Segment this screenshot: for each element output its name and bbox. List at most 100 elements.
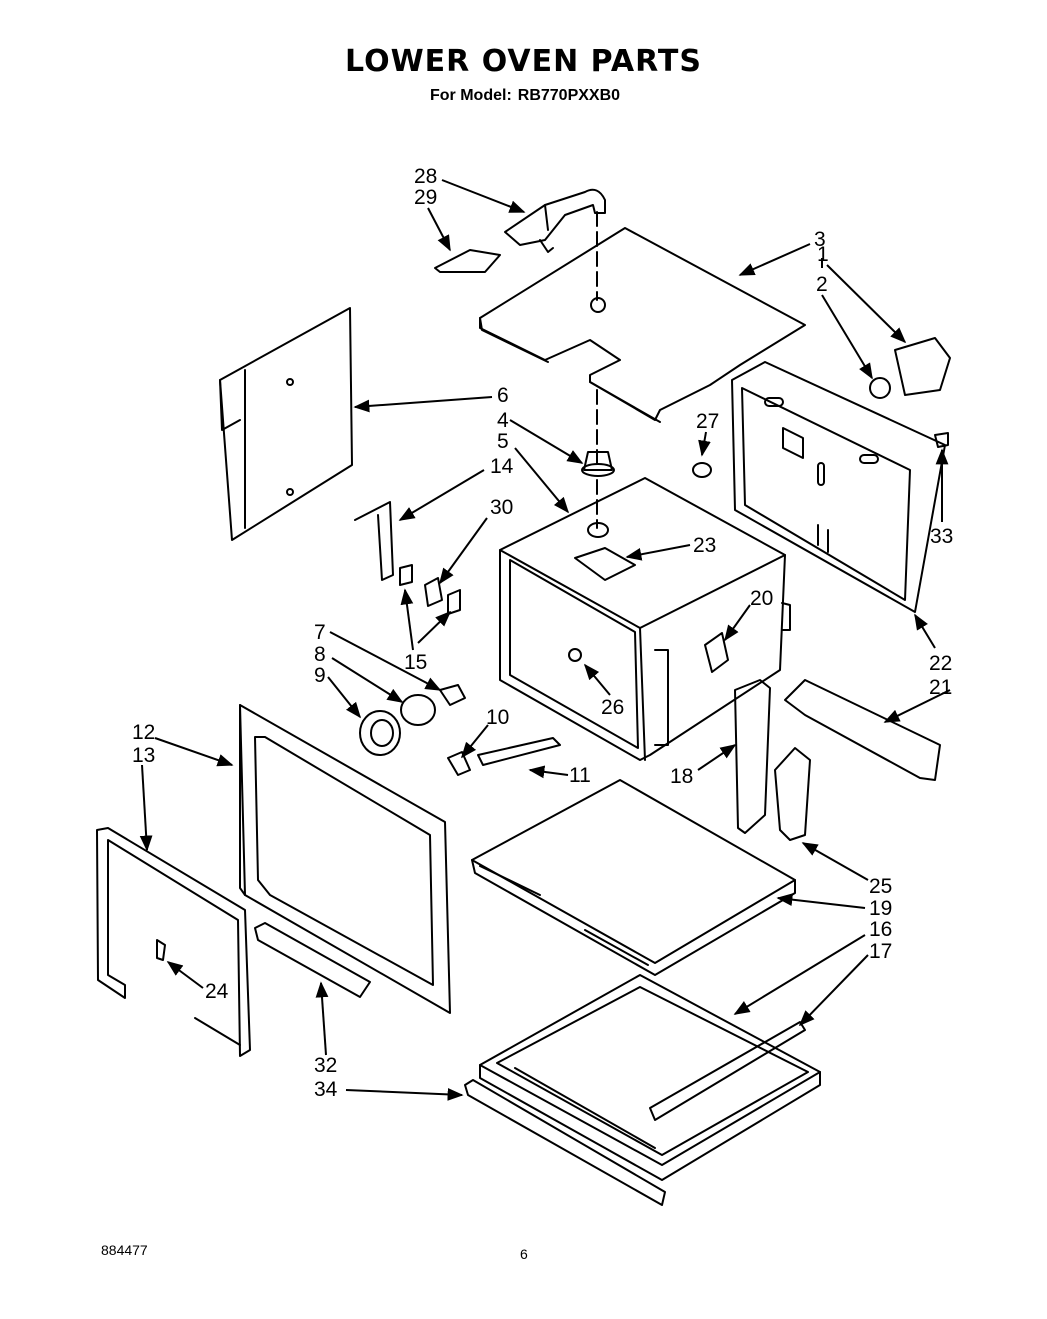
leader-9 — [327, 676, 361, 719]
callout-33: 33 — [930, 525, 954, 548]
page-title: LOWER OVEN PARTS — [345, 44, 702, 79]
callout-22: 22 — [929, 652, 953, 675]
leader-21 — [883, 689, 951, 723]
leader-10 — [460, 724, 489, 759]
liner-plug-part — [568, 648, 582, 662]
hinge-part — [774, 747, 811, 841]
callout-7: 7 — [314, 621, 326, 644]
callout-17: 17 — [869, 940, 893, 963]
leader-11 — [528, 765, 569, 779]
callout-32: 32 — [314, 1054, 338, 1077]
clip-part-left — [399, 564, 413, 586]
leader-27 — [698, 431, 711, 457]
callout-6: 6 — [497, 384, 509, 407]
leader-30 — [439, 517, 488, 585]
light-socket-part — [439, 684, 466, 706]
oven-bottom-panel — [471, 779, 796, 976]
rear-bracket-part — [784, 679, 941, 781]
drawer-pan-part — [479, 974, 821, 1181]
leader-1 — [826, 264, 907, 344]
callout-29: 29 — [414, 186, 438, 209]
leader-17 — [798, 954, 869, 1027]
leader-32 — [315, 981, 329, 1056]
callout-14: 14 — [490, 455, 514, 478]
callout-13: 13 — [132, 744, 156, 767]
leader-19 — [776, 893, 866, 909]
leader-26 — [583, 663, 611, 696]
vent-strip-part — [477, 737, 561, 766]
leader-24 — [166, 961, 204, 989]
leader-15a — [400, 588, 414, 651]
model-prefix: For Model: — [430, 87, 512, 104]
gasket-part — [581, 451, 615, 477]
model-number: RB770PXXB0 — [517, 87, 621, 104]
callout-20: 20 — [750, 587, 774, 610]
duct-bracket-part — [434, 249, 501, 273]
callout-19: 19 — [869, 897, 893, 920]
document-number: 884477 — [101, 1242, 148, 1258]
sensor-part — [424, 577, 443, 607]
leader-15b — [417, 610, 452, 644]
clip-part-right — [447, 589, 461, 615]
screw-part — [934, 432, 949, 448]
hinge-bracket-part — [734, 679, 771, 834]
leader-25 — [801, 842, 869, 881]
callout-10: 10 — [486, 706, 510, 729]
leader-29 — [427, 207, 451, 252]
light-lens-part — [400, 694, 436, 726]
callout-23: 23 — [693, 534, 717, 557]
leader-6 — [353, 396, 493, 413]
oven-liner — [499, 477, 791, 761]
callout-25: 25 — [869, 875, 893, 898]
callout-2: 2 — [816, 273, 828, 296]
door-rail-part — [254, 922, 371, 998]
callout-8: 8 — [314, 643, 326, 666]
callout-26: 26 — [601, 696, 625, 719]
kick-panel-part — [464, 1079, 666, 1206]
callout-3: 3 — [814, 228, 826, 251]
leader-14 — [398, 469, 485, 521]
liner-bracket-part — [704, 632, 729, 673]
leader-13 — [139, 764, 153, 852]
oven-side-panel — [219, 307, 353, 541]
model-line: For Model: RB770PXXB0 — [430, 87, 626, 105]
leader-12 — [154, 737, 234, 767]
leader-28 — [441, 179, 526, 213]
callout-12: 12 — [132, 721, 156, 744]
leader-3 — [738, 243, 811, 276]
leader-23 — [625, 544, 691, 561]
oven-top-panel — [479, 227, 806, 423]
leader-18 — [697, 744, 737, 771]
knob-part — [869, 377, 891, 399]
callout-28: 28 — [414, 165, 438, 188]
leader-5 — [514, 447, 570, 514]
callout-21: 21 — [929, 676, 953, 699]
callout-24: 24 — [205, 980, 229, 1003]
leader-8 — [331, 657, 404, 703]
callout-15: 15 — [404, 651, 428, 674]
leader-16 — [733, 934, 866, 1015]
callout-16: 16 — [869, 918, 893, 941]
sensor-bracket-part — [354, 501, 394, 581]
leader-20 — [724, 604, 751, 642]
bracket-part — [894, 337, 951, 396]
door-frame-part — [239, 704, 451, 1014]
drawer-glide-part — [649, 1021, 806, 1121]
door-gasket-part — [96, 827, 251, 1057]
lens-ring-part — [359, 710, 401, 756]
vent-duct-part — [504, 188, 606, 253]
leader-7 — [329, 631, 442, 691]
door-bracket-part — [447, 751, 471, 776]
oven-rear-panel — [731, 361, 946, 613]
leader-2 — [821, 294, 873, 380]
leader-22 — [914, 613, 936, 649]
callout-30: 30 — [490, 496, 514, 519]
callout-1: 1 — [817, 243, 829, 266]
plug-part — [692, 462, 712, 478]
leader-34 — [345, 1087, 464, 1101]
callout-11: 11 — [569, 764, 591, 787]
callout-9: 9 — [314, 664, 326, 687]
page-number: 6 — [520, 1246, 528, 1262]
callout-5: 5 — [497, 430, 509, 453]
